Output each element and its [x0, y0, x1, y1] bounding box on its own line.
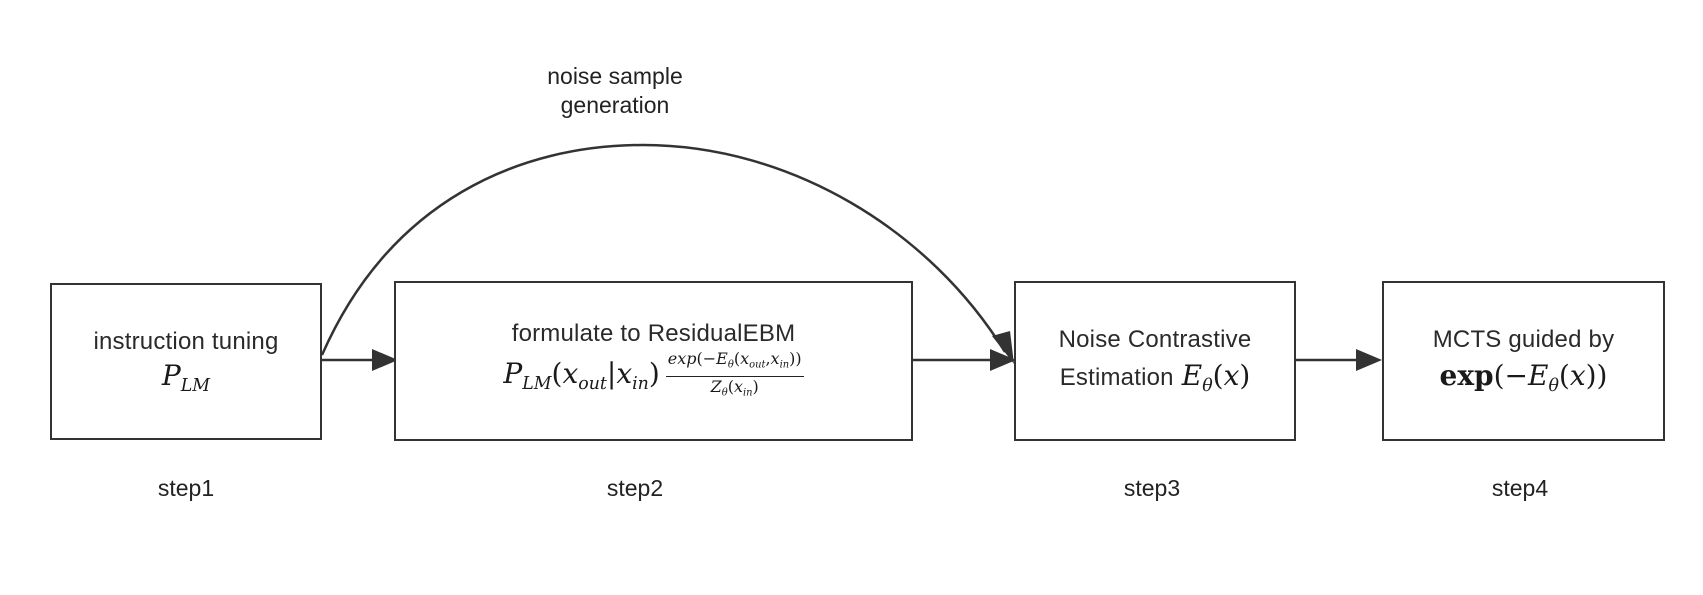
formula-energy: Eθ(x) [1181, 359, 1251, 397]
arc-noise-sample-generation [320, 143, 1007, 356]
box-step2-label: formulate to ResidualEBM [511, 320, 796, 348]
arc-label-line1: noise sample [547, 63, 683, 89]
box-step2: formulate to ResidualEBM PLM(xout|xin) e… [394, 281, 913, 441]
formula-residual-ebm: PLM(xout|xin) exp(−Eθ(xout,xin)) Zθ(xin) [503, 349, 804, 403]
formula-exp-energy: exp(−Eθ(x)) [1439, 359, 1608, 397]
step-label-4: step4 [1491, 475, 1549, 501]
box-step1-label: instruction tuning [93, 327, 279, 355]
formula-fraction: exp(−Eθ(xout,xin)) Zθ(xin) [665, 349, 804, 398]
box-step3: Noise Contrastive Estimation Eθ(x) [1014, 281, 1296, 441]
formula-plm: PLM [161, 358, 211, 397]
arc-label-line2: generation [560, 92, 670, 118]
arrowhead-step3 [990, 349, 1016, 371]
step-label-2: step2 [606, 475, 664, 501]
step-label-3: step3 [1123, 475, 1181, 501]
box-step3-line2-row: Estimation Eθ(x) [1060, 359, 1251, 396]
box-step4: MCTS guided by exp(−Eθ(x)) [1382, 281, 1665, 441]
arrowhead-arc [992, 331, 1014, 364]
box-step1: instruction tuning PLM [50, 283, 322, 440]
step-label-1: step1 [157, 475, 215, 501]
box-step4-label: MCTS guided by [1432, 326, 1615, 354]
arc-label: noise sample generation [500, 62, 730, 120]
box-step3-line1: Noise Contrastive [1058, 326, 1252, 354]
box-step3-line2: Estimation [1059, 364, 1174, 391]
arrowhead-step2 [372, 349, 398, 371]
arrowhead-step4 [1356, 349, 1382, 371]
